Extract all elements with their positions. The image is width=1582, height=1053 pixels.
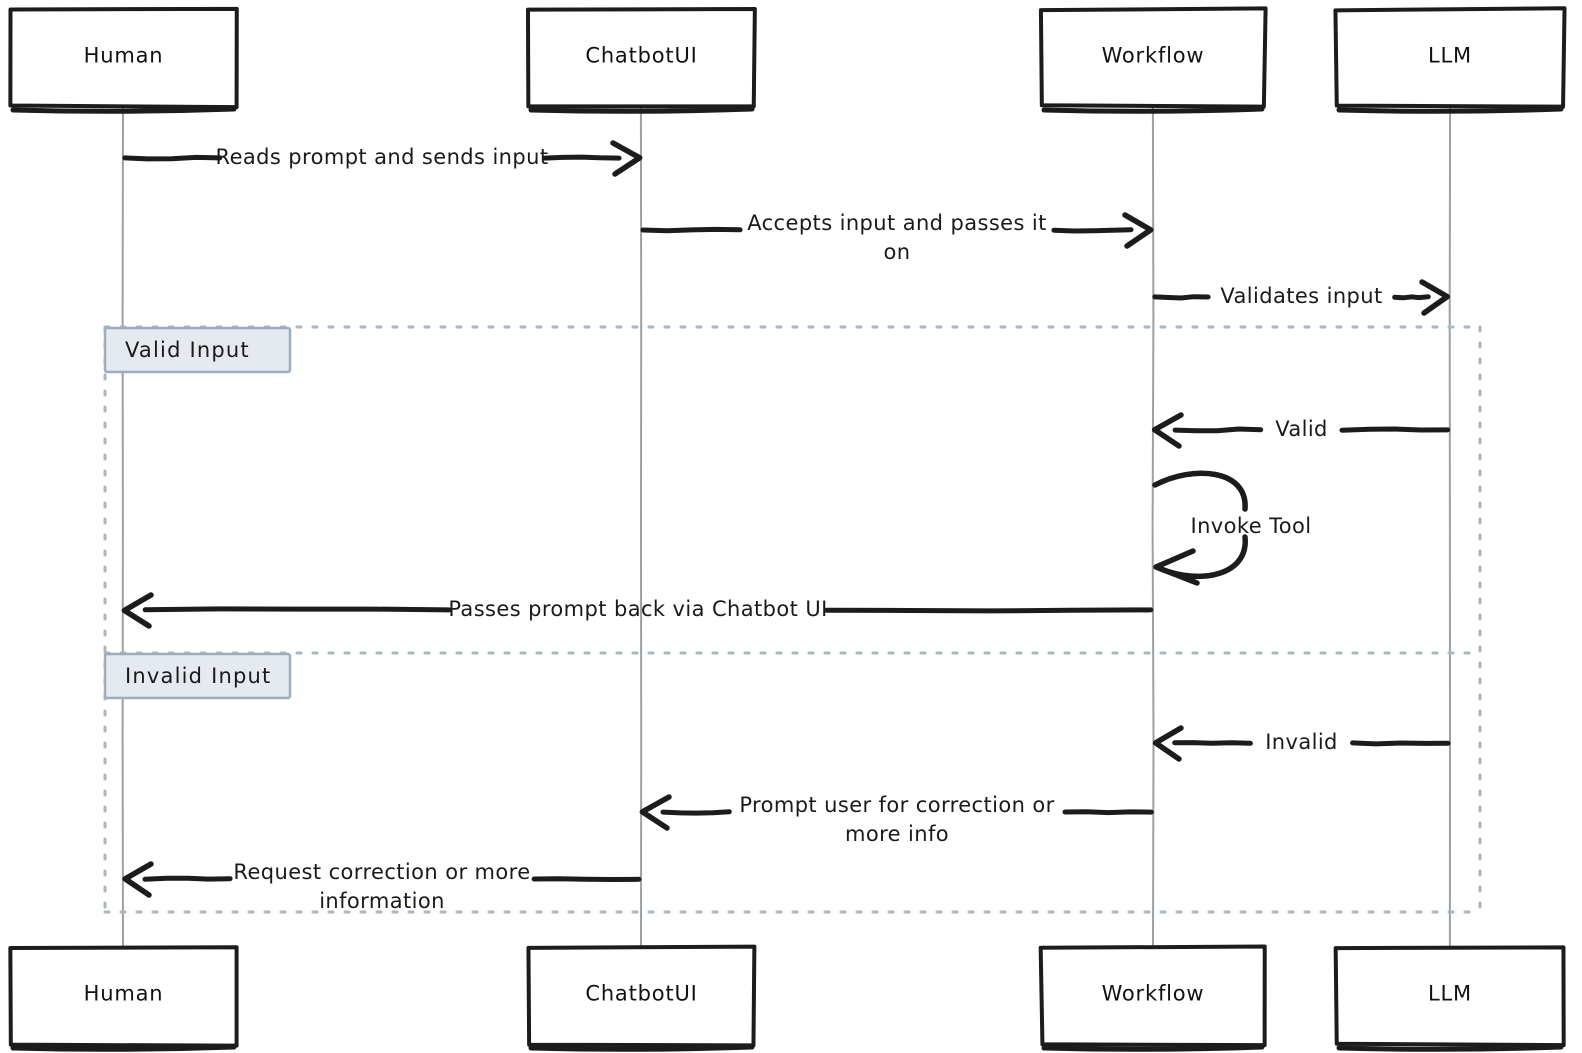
alt-fragment-group	[103, 325, 1482, 914]
participant-box-workflow-bottom[interactable]: Workflow	[1038, 944, 1267, 1052]
message-m1: Reads prompt and sends input	[122, 140, 643, 177]
message-line-target	[542, 154, 622, 161]
message-line-target	[1051, 227, 1134, 234]
participant-box-human-top[interactable]: Human	[8, 6, 239, 114]
arrow-head	[1419, 279, 1451, 316]
participant-label: Workflow	[1102, 982, 1205, 1006]
message-line-target	[1172, 740, 1253, 746]
message-line-target	[1172, 426, 1264, 434]
participant-box-workflow-top[interactable]: Workflow	[1038, 6, 1268, 114]
arrow-head	[610, 140, 643, 177]
arrow-head	[1122, 212, 1154, 249]
participant-box-outline	[525, 7, 757, 109]
participant-box-outline	[1333, 945, 1566, 1048]
message-label: information	[319, 889, 445, 913]
arrow-head	[1153, 548, 1200, 586]
participant-box-underline	[1336, 106, 1564, 114]
message-line-source	[1152, 294, 1211, 301]
message-m9: Request correction or more information	[122, 860, 642, 913]
message-label: Valid	[1275, 417, 1328, 441]
participant-label: Human	[84, 44, 164, 68]
fragment-label-chip	[103, 652, 292, 700]
participant-box-outline	[8, 945, 239, 1048]
participant-label: Workflow	[1102, 44, 1205, 68]
fragment-label-valid[interactable]: Valid Input	[103, 326, 292, 374]
participant-box-underline	[10, 1044, 237, 1052]
message-line-source	[640, 226, 743, 234]
message-line-source	[1350, 740, 1451, 747]
message-m8: Prompt user for correction or more info	[639, 793, 1154, 846]
participant-label: ChatbotUI	[585, 982, 697, 1006]
message-line-source	[1339, 426, 1451, 433]
message-m3: Validates input	[1152, 279, 1451, 316]
participant-box-underline	[1336, 1044, 1564, 1052]
message-line-target	[1392, 294, 1431, 301]
message-label: more info	[845, 822, 949, 846]
arrow-head	[1151, 412, 1184, 449]
fragment-label-text: Invalid Input	[125, 664, 271, 688]
participant-label: LLM	[1428, 982, 1472, 1006]
fragment-label-text: Valid Input	[125, 338, 250, 362]
participant-box-underline	[528, 106, 755, 114]
participant-box-human-bottom[interactable]: Human	[8, 945, 239, 1052]
participant-label: ChatbotUI	[585, 44, 697, 68]
message-m5: Invoke Tool	[1152, 470, 1312, 586]
participant-box-underline	[1041, 106, 1265, 114]
arrow-head	[122, 861, 154, 898]
message-label: Passes prompt back via Chatbot UI	[448, 597, 827, 621]
self-loop-path	[1152, 470, 1248, 512]
participant-label: Human	[84, 982, 164, 1006]
message-line-source	[531, 876, 642, 883]
participant-boxes-top: Human ChatbotUI Workflow LLM	[8, 6, 1567, 114]
participant-box-outline	[8, 6, 239, 110]
participant-box-outline	[1038, 6, 1268, 109]
message-m7: Invalid	[1152, 725, 1451, 762]
message-line-target	[142, 606, 452, 613]
message-line-target	[660, 809, 732, 816]
message-m2: Accepts input and passes it on	[640, 211, 1154, 264]
participant-boxes-bottom: Human ChatbotUI Workflow LLM	[8, 944, 1566, 1052]
message-label: Invoke Tool	[1191, 514, 1312, 538]
lifelines-group	[121, 106, 1452, 949]
message-label: Prompt user for correction or	[739, 793, 1054, 817]
arrow-head	[121, 592, 154, 629]
participant-box-outline	[1038, 944, 1267, 1048]
participant-box-underline	[1041, 1044, 1265, 1052]
fragment-label-invalid[interactable]: Invalid Input	[103, 652, 292, 700]
message-label: Accepts input and passes it	[747, 211, 1047, 235]
message-line-source	[122, 154, 223, 162]
message-line-target	[142, 875, 233, 882]
participant-box-llm-bottom[interactable]: LLM	[1333, 945, 1566, 1052]
participant-box-llm-top[interactable]: LLM	[1333, 6, 1567, 114]
message-label: Validates input	[1220, 284, 1382, 308]
lifeline-workflow	[1151, 106, 1155, 949]
message-m4: Valid	[1151, 412, 1451, 449]
message-label: Request correction or more	[233, 860, 530, 884]
participant-box-chatbot-top[interactable]: ChatbotUI	[525, 7, 757, 114]
participant-box-underline	[528, 1044, 755, 1052]
arrow-head	[1152, 725, 1184, 762]
participant-box-underline	[10, 106, 237, 114]
fragment-label-chip	[103, 326, 292, 374]
message-m6: Passes prompt back via Chatbot UI	[121, 592, 1154, 629]
message-line-source	[824, 607, 1154, 614]
arrow-head	[639, 794, 672, 831]
participant-box-outline	[1333, 6, 1567, 109]
participant-box-chatbot-bottom[interactable]: ChatbotUI	[526, 944, 757, 1052]
message-label: Reads prompt and sends input	[216, 145, 549, 169]
message-label: on	[884, 240, 911, 264]
participant-label: LLM	[1428, 44, 1472, 68]
message-line-source	[1062, 809, 1154, 816]
message-label: Invalid	[1265, 730, 1338, 754]
